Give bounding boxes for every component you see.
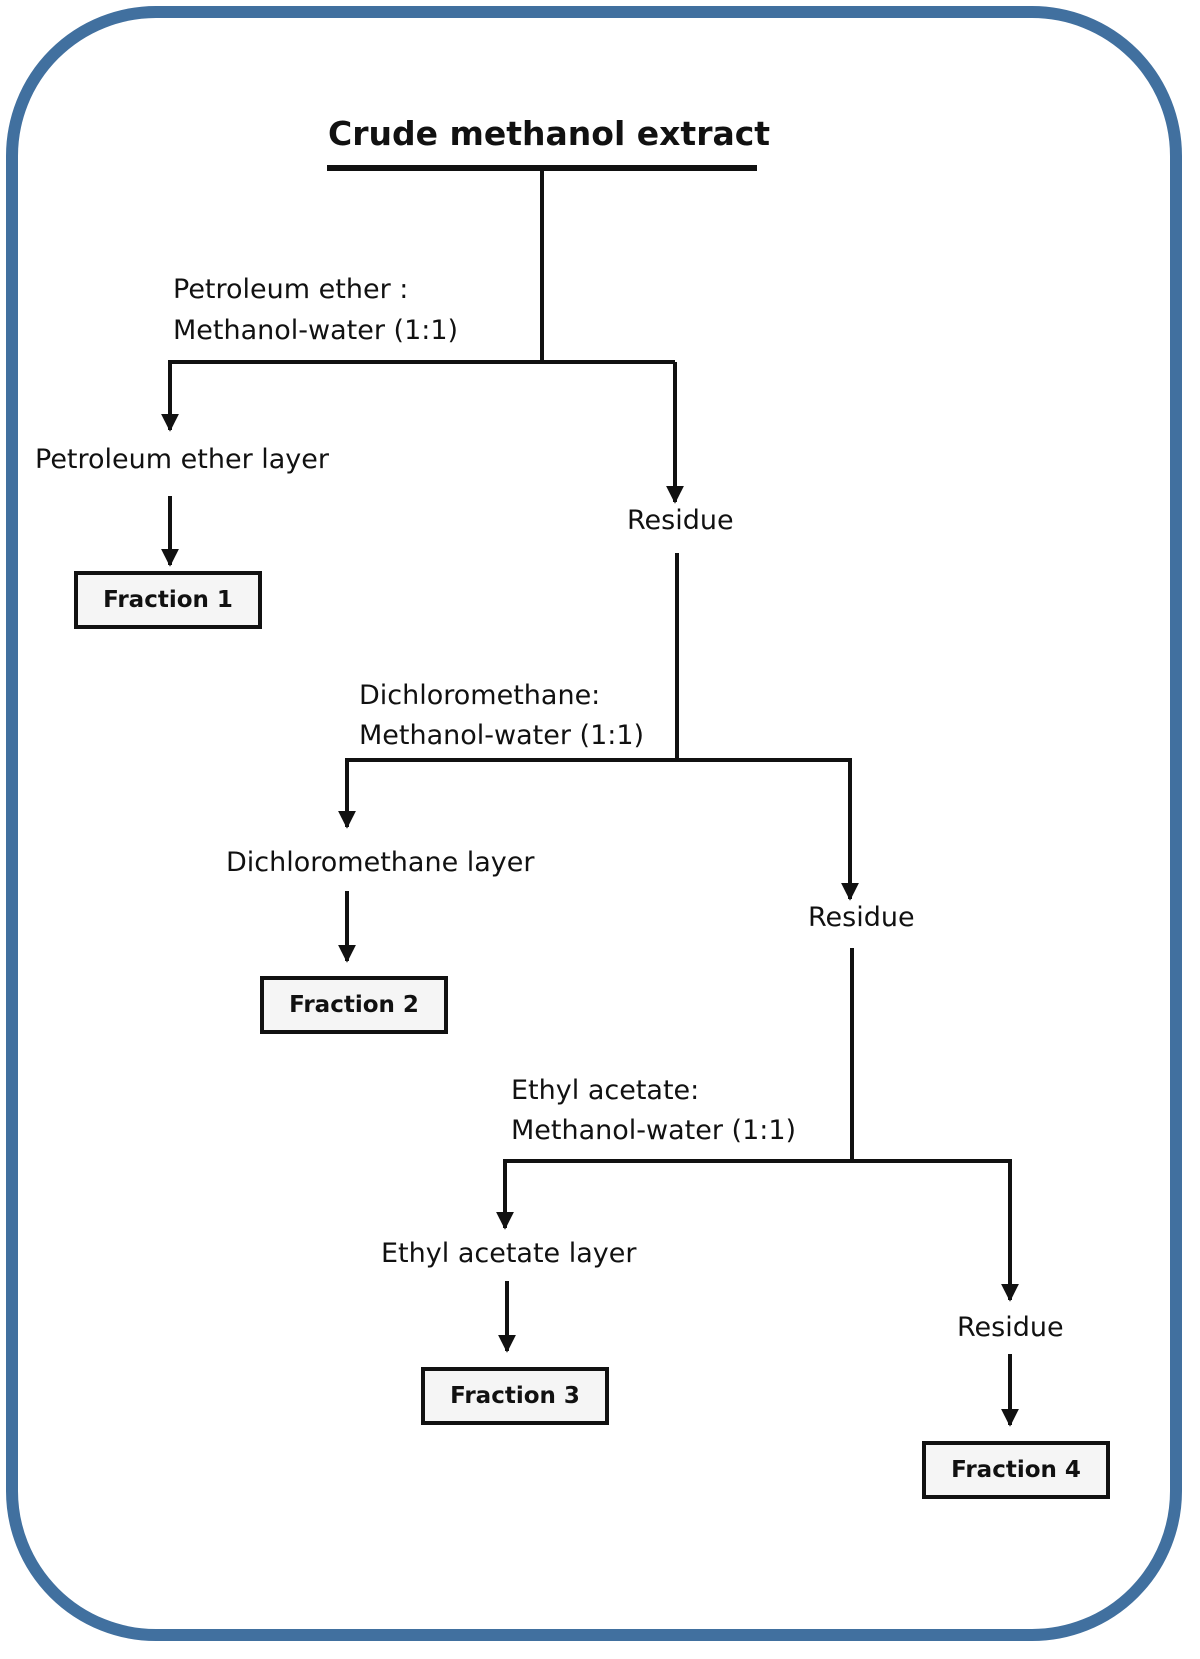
solvent-label-2b: Methanol-water (1:1) [359, 720, 645, 751]
solvent-label-3b: Methanol-water (1:1) [511, 1115, 797, 1146]
layer-label-2: Dichloromethane layer [226, 847, 535, 878]
layer-label-1: Petroleum ether layer [35, 444, 329, 475]
fraction-3-box: Fraction 3 [421, 1367, 609, 1425]
fraction-4-box: Fraction 4 [922, 1441, 1110, 1499]
fraction-1-box: Fraction 1 [74, 571, 262, 629]
solvent-label-1a: Petroleum ether : [173, 274, 409, 305]
solvent-label-3a: Ethyl acetate: [511, 1075, 700, 1106]
layer-label-3: Ethyl acetate layer [381, 1238, 637, 1269]
diagram-title: Crude methanol extract [328, 114, 771, 153]
solvent-label-2a: Dichloromethane: [359, 680, 601, 711]
fraction-2-box: Fraction 2 [260, 976, 448, 1034]
residue-label-3: Residue [957, 1312, 1064, 1343]
residue-label-1: Residue [627, 505, 734, 536]
residue-label-2: Residue [808, 902, 915, 933]
solvent-label-1b: Methanol-water (1:1) [173, 315, 459, 346]
